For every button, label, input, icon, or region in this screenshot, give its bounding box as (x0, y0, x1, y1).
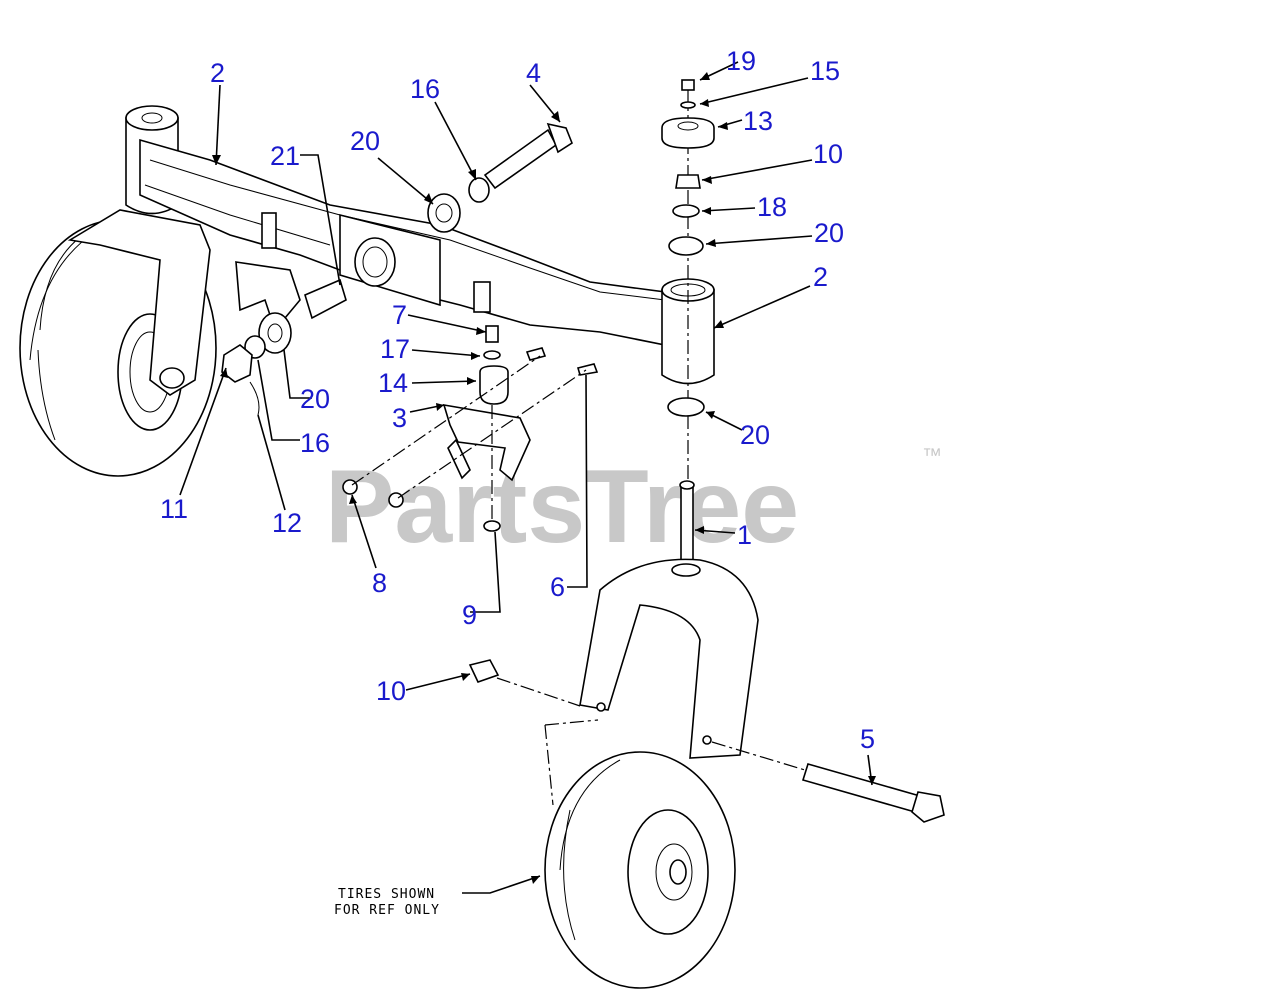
axle-bolt (468, 659, 945, 823)
note-line-2: FOR REF ONLY (334, 903, 440, 918)
callout-19: 19 (726, 46, 756, 76)
callout-10-bottom: 10 (376, 676, 406, 706)
callout-20-left: 20 (300, 384, 330, 414)
callout-1: 1 (737, 520, 752, 550)
callout-8: 8 (372, 568, 387, 598)
callout-17: 17 (380, 334, 410, 364)
callout-16: 16 (410, 74, 440, 104)
arrow-heads (212, 72, 876, 884)
callout-11: 11 (160, 494, 188, 524)
callout-6: 6 (550, 572, 565, 602)
callout-13: 13 (743, 106, 773, 136)
callout-2-right: 2 (813, 262, 828, 292)
callout-3: 3 (392, 403, 407, 433)
trademark-symbol: ™ (922, 445, 942, 467)
callout-15: 15 (810, 56, 840, 86)
callout-12: 12 (272, 508, 302, 538)
callout-7: 7 (392, 300, 407, 330)
tires-note: TIRES SHOWN FOR REF ONLY (334, 887, 440, 918)
callout-20-right-bottom: 20 (740, 420, 770, 450)
caster-bracket-assembly (342, 325, 599, 532)
right-wheel (544, 719, 736, 989)
callout-20-right-top: 20 (814, 218, 844, 248)
watermark: PartsTree (325, 449, 799, 565)
kingpin-bolt-assembly (427, 122, 573, 233)
right-spindle-stack (661, 79, 715, 520)
left-wheel (19, 209, 217, 477)
callout-18: 18 (757, 192, 787, 222)
note-line-1: TIRES SHOWN (338, 887, 435, 902)
callout-14: 14 (378, 368, 408, 398)
callout-4: 4 (526, 58, 541, 88)
front-axle-frame (139, 138, 666, 346)
caster-yoke (579, 480, 759, 759)
callout-20: 20 (350, 126, 380, 156)
callout-9: 9 (462, 600, 477, 630)
leader-lines (179, 61, 873, 894)
callout-labels: 2 4 16 20 21 19 15 13 10 18 20 2 20 1 7 … (160, 46, 875, 754)
callout-5: 5 (860, 724, 875, 754)
callout-10-top: 10 (813, 139, 843, 169)
callout-16-left: 16 (300, 428, 330, 458)
left-bracket-assembly (221, 261, 347, 416)
callout-21: 21 (270, 141, 300, 171)
callout-2: 2 (210, 58, 225, 88)
